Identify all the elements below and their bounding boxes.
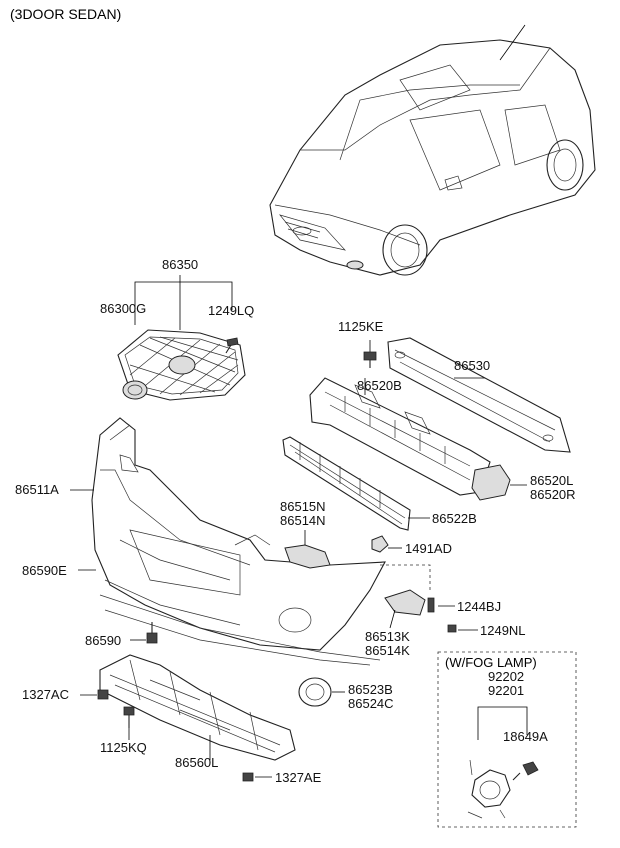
part-label-86514N[interactable]: 86514N — [280, 513, 326, 528]
part-label-1327AC[interactable]: 1327AC — [22, 687, 69, 702]
part-label-86560L[interactable]: 86560L — [175, 755, 219, 770]
part-label-1125KE[interactable]: 1125KE — [338, 319, 384, 334]
part-label-86515N[interactable]: 86515N — [280, 499, 326, 514]
lower-grille-drawing — [282, 436, 430, 531]
part-label-1244BJ[interactable]: 1244BJ — [457, 599, 502, 614]
fog-lamp-cover-drawing — [298, 677, 345, 707]
part-label-86513K[interactable]: 86513K — [365, 629, 410, 644]
fastener-86590-drawing — [130, 622, 158, 644]
small-fasteners-drawing — [80, 689, 272, 782]
bumper-cover-drawing — [70, 417, 386, 666]
part-label-92202[interactable]: 92202 — [488, 669, 525, 684]
fog-lamp-box-title: (W/FOG LAMP) — [445, 655, 537, 670]
part-label-86522B[interactable]: 86522B — [432, 511, 477, 526]
part-label-86350[interactable]: 86350 — [162, 257, 199, 272]
part-label-1327AE[interactable]: 1327AE — [275, 770, 322, 785]
fog-lamp-box-drawing — [437, 651, 577, 828]
clip-drawing — [371, 535, 431, 590]
part-label-92201[interactable]: 92201 — [488, 683, 525, 698]
bumper-bracket-center-drawing — [284, 530, 331, 569]
part-label-86524C[interactable]: 86524C — [348, 696, 394, 711]
part-label-86530[interactable]: 86530 — [454, 358, 491, 373]
part-label-1249NL[interactable]: 1249NL — [480, 623, 526, 638]
reinforcement-beam-drawing — [363, 337, 571, 453]
bracket-side-drawing — [384, 589, 478, 633]
radiator-grille-drawing — [117, 275, 246, 401]
diagram-header: (3DOOR SEDAN) — [10, 6, 122, 22]
part-label-18649A[interactable]: 18649A — [503, 729, 548, 744]
part-label-86590[interactable]: 86590 — [85, 633, 122, 648]
part-label-86300G[interactable]: 86300G — [100, 301, 147, 316]
car-illustration — [269, 24, 596, 276]
part-label-86514K[interactable]: 86514K — [365, 643, 410, 658]
part-label-86511A[interactable]: 86511A — [15, 482, 59, 497]
part-label-1491AD[interactable]: 1491AD — [405, 541, 452, 556]
part-label-86590E[interactable]: 86590E — [22, 563, 67, 578]
side-bracket-drawing — [471, 464, 527, 501]
part-label-86523B[interactable]: 86523B — [348, 682, 393, 697]
part-label-1125KQ[interactable]: 1125KQ — [100, 740, 147, 755]
part-label-86520B[interactable]: 86520B — [357, 378, 402, 393]
part-label-86520L[interactable]: 86520L — [530, 473, 574, 488]
under-cover-drawing — [99, 654, 296, 761]
part-label-86520R[interactable]: 86520R — [530, 487, 576, 502]
part-label-1249LQ[interactable]: 1249LQ — [208, 303, 255, 318]
